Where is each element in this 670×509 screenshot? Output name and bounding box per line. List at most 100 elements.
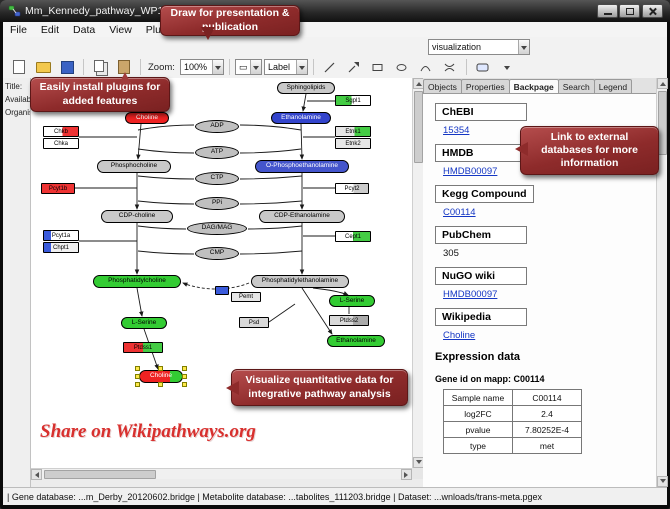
selection-handle[interactable] [182,382,187,387]
node-pemt[interactable]: Pemt [231,292,261,302]
callout-external-databases: Link to external databases for more info… [515,126,659,175]
close-icon [648,7,657,16]
shape-type-select[interactable]: ▭ [234,59,262,75]
pathway-edge [239,200,303,205]
menu-file[interactable]: File [10,23,27,36]
new-button[interactable] [8,57,30,78]
close-button[interactable] [642,4,663,18]
arrow-tool-button[interactable] [343,57,365,78]
node-etnk1[interactable]: Etnk1 [335,126,371,137]
backpage-link[interactable]: C00114 [443,207,476,218]
node-ptdss2[interactable]: Ptdss2 [329,315,369,326]
node-cept1[interactable]: Cept1 [335,231,371,242]
tab-properties[interactable]: Properties [460,79,510,93]
node-ppi[interactable]: PPi [195,197,239,210]
titlebar[interactable]: Mm_Kennedy_pathway_WP1771_45176.gpml [0,0,670,22]
chevron-down-icon [295,60,307,74]
arc-tool-button[interactable] [415,57,437,78]
node-chpt1[interactable]: Chpt1 [43,242,79,253]
tab-objects[interactable]: Objects [423,79,462,93]
canvas-vertical-scrollbar[interactable] [412,78,424,468]
datanode-template-button[interactable] [472,57,494,78]
node-psd[interactable]: Psd [239,317,269,328]
node-chka[interactable]: Chka [43,138,79,149]
open-button[interactable] [32,57,54,78]
node-cdp-choline[interactable]: CDP-choline [101,210,173,223]
toolbar-separator [140,59,141,75]
scroll-left-button[interactable] [31,469,42,480]
scroll-down-button[interactable] [657,476,668,487]
scrollbar-thumb[interactable] [658,91,667,155]
node-dag-mag[interactable]: DAG/MAG [187,222,247,235]
node-phosphatidylethanolamine[interactable]: Phosphatidylethanolamine [251,275,349,288]
save-button[interactable] [56,57,78,78]
selection-handle[interactable] [158,382,163,387]
backpage-link[interactable]: HMDB00097 [443,289,498,300]
rectangle-tool-button[interactable] [367,57,389,78]
scrollbar-thumb[interactable] [414,91,423,163]
node-ctp[interactable]: CTP [195,172,239,185]
selection-handle[interactable] [182,373,187,379]
backpage-link[interactable]: HMDB00097 [443,166,498,177]
pathway-edge [301,287,333,335]
template-dropdown-button[interactable] [496,57,518,78]
zoom-select[interactable]: 100% [179,59,224,75]
menu-view[interactable]: View [109,23,132,36]
node-atp[interactable]: ATP [195,146,239,159]
brace-tool-button[interactable] [439,57,461,78]
node-o-phosphoethanolamine[interactable]: O-Phosphoethanolamine [255,160,349,173]
properties-sidebar[interactable]: Title:AvailableOrganism: [3,78,31,487]
scroll-up-button[interactable] [657,78,668,89]
node-ethanolamine-bottom[interactable]: Ethanolamine [327,335,385,347]
node-etnk2[interactable]: Etnk2 [335,138,371,149]
node-ethanolamine-top[interactable]: Ethanolamine [271,112,331,124]
copy-button[interactable] [89,57,111,78]
scrollbar-thumb[interactable] [44,470,156,479]
selection-handle[interactable] [182,366,187,371]
node-pcyt1b[interactable]: Pcyt1b [41,183,75,194]
node-sgpl1[interactable]: Sgpl1 [335,95,371,106]
node-phosphatidylcholine[interactable]: Phosphatidylcholine [93,275,181,288]
selection-handle[interactable] [135,366,140,371]
node-pcyt2[interactable]: Pcyt2 [335,183,369,194]
node-adp[interactable]: ADP [195,120,239,133]
scroll-right-button[interactable] [401,469,412,480]
maximize-button[interactable] [619,4,640,18]
backpage-link[interactable]: Choline [443,330,476,341]
node-ptdss1[interactable]: Ptdss1 [123,342,163,353]
triangle-right-icon [404,471,411,478]
minimize-button[interactable] [597,4,618,18]
table-cell: Sample name [443,389,513,406]
open-folder-icon [35,61,51,73]
node-sphingolipids[interactable]: Sphingolipids [277,82,335,94]
selection-handle[interactable] [135,373,140,379]
tab-search[interactable]: Search [557,79,595,93]
node-choline-top[interactable]: Choline [125,112,169,124]
node-cdp-ethanolamine[interactable]: CDP-Ethanolamine [259,210,345,223]
panel-vertical-scrollbar[interactable] [656,78,668,487]
node-phosphocholine[interactable]: Phosphocholine [97,160,171,173]
selection-handle[interactable] [158,366,163,371]
node-cmp[interactable]: CMP [195,247,239,260]
toolbar-separator [83,59,84,75]
oval-tool-button[interactable] [391,57,413,78]
node-pcyt1a[interactable]: Pcyt1a [43,230,79,241]
menu-data[interactable]: Data [73,23,96,36]
backpage-link[interactable]: 15354 [443,125,470,136]
node-l-serine-right[interactable]: L-Serine [329,295,375,307]
tab-legend[interactable]: Legend [593,79,633,93]
node-pemt-marker[interactable] [215,286,229,295]
line-tool-button[interactable] [319,57,341,78]
menu-edit[interactable]: Edit [40,23,60,36]
tab-backpage[interactable]: Backpage [508,79,559,93]
pathway-edges [75,93,350,370]
selection-handle[interactable] [135,382,140,387]
node-l-serine-left[interactable]: L-Serine [121,317,167,329]
callout-install-plugins: Easily install plugins for added feature… [30,72,170,112]
canvas-horizontal-scrollbar[interactable] [31,468,412,480]
node-chkb[interactable]: Chkb [43,126,79,137]
visualization-select[interactable]: visualization [428,39,530,55]
pathway-edge [239,148,302,154]
label-select[interactable]: Label [263,59,308,75]
